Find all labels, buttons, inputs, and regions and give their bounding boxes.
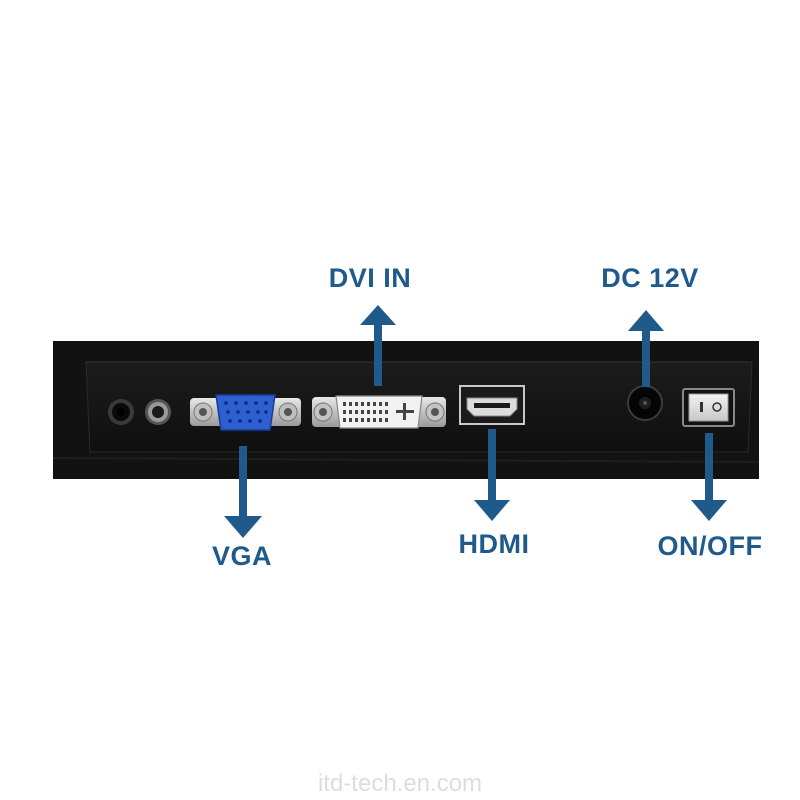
- arrow-hdmi: [474, 429, 510, 521]
- hdmi-port: [459, 385, 525, 425]
- audio-out-jack: [108, 399, 134, 425]
- arrow-on-off: [691, 433, 727, 521]
- on-off-label: ON/OFF: [657, 531, 763, 561]
- dc-12v-label: DC 12V: [601, 263, 699, 293]
- vga-label: VGA: [211, 541, 273, 571]
- power-switch: [682, 388, 735, 427]
- arrow-dvi-in: [360, 305, 396, 386]
- arrow-dc-12v: [628, 310, 664, 387]
- audio-in-jack: [145, 399, 171, 425]
- hdmi-label: HDMI: [458, 529, 530, 559]
- arrow-vga: [224, 446, 262, 538]
- vga-port: [190, 394, 301, 431]
- watermark: itd-tech.en.com: [317, 770, 483, 797]
- dvi-in-label: DVI IN: [328, 263, 412, 293]
- dvi-port: [312, 395, 446, 429]
- dc-power-jack: [627, 385, 663, 421]
